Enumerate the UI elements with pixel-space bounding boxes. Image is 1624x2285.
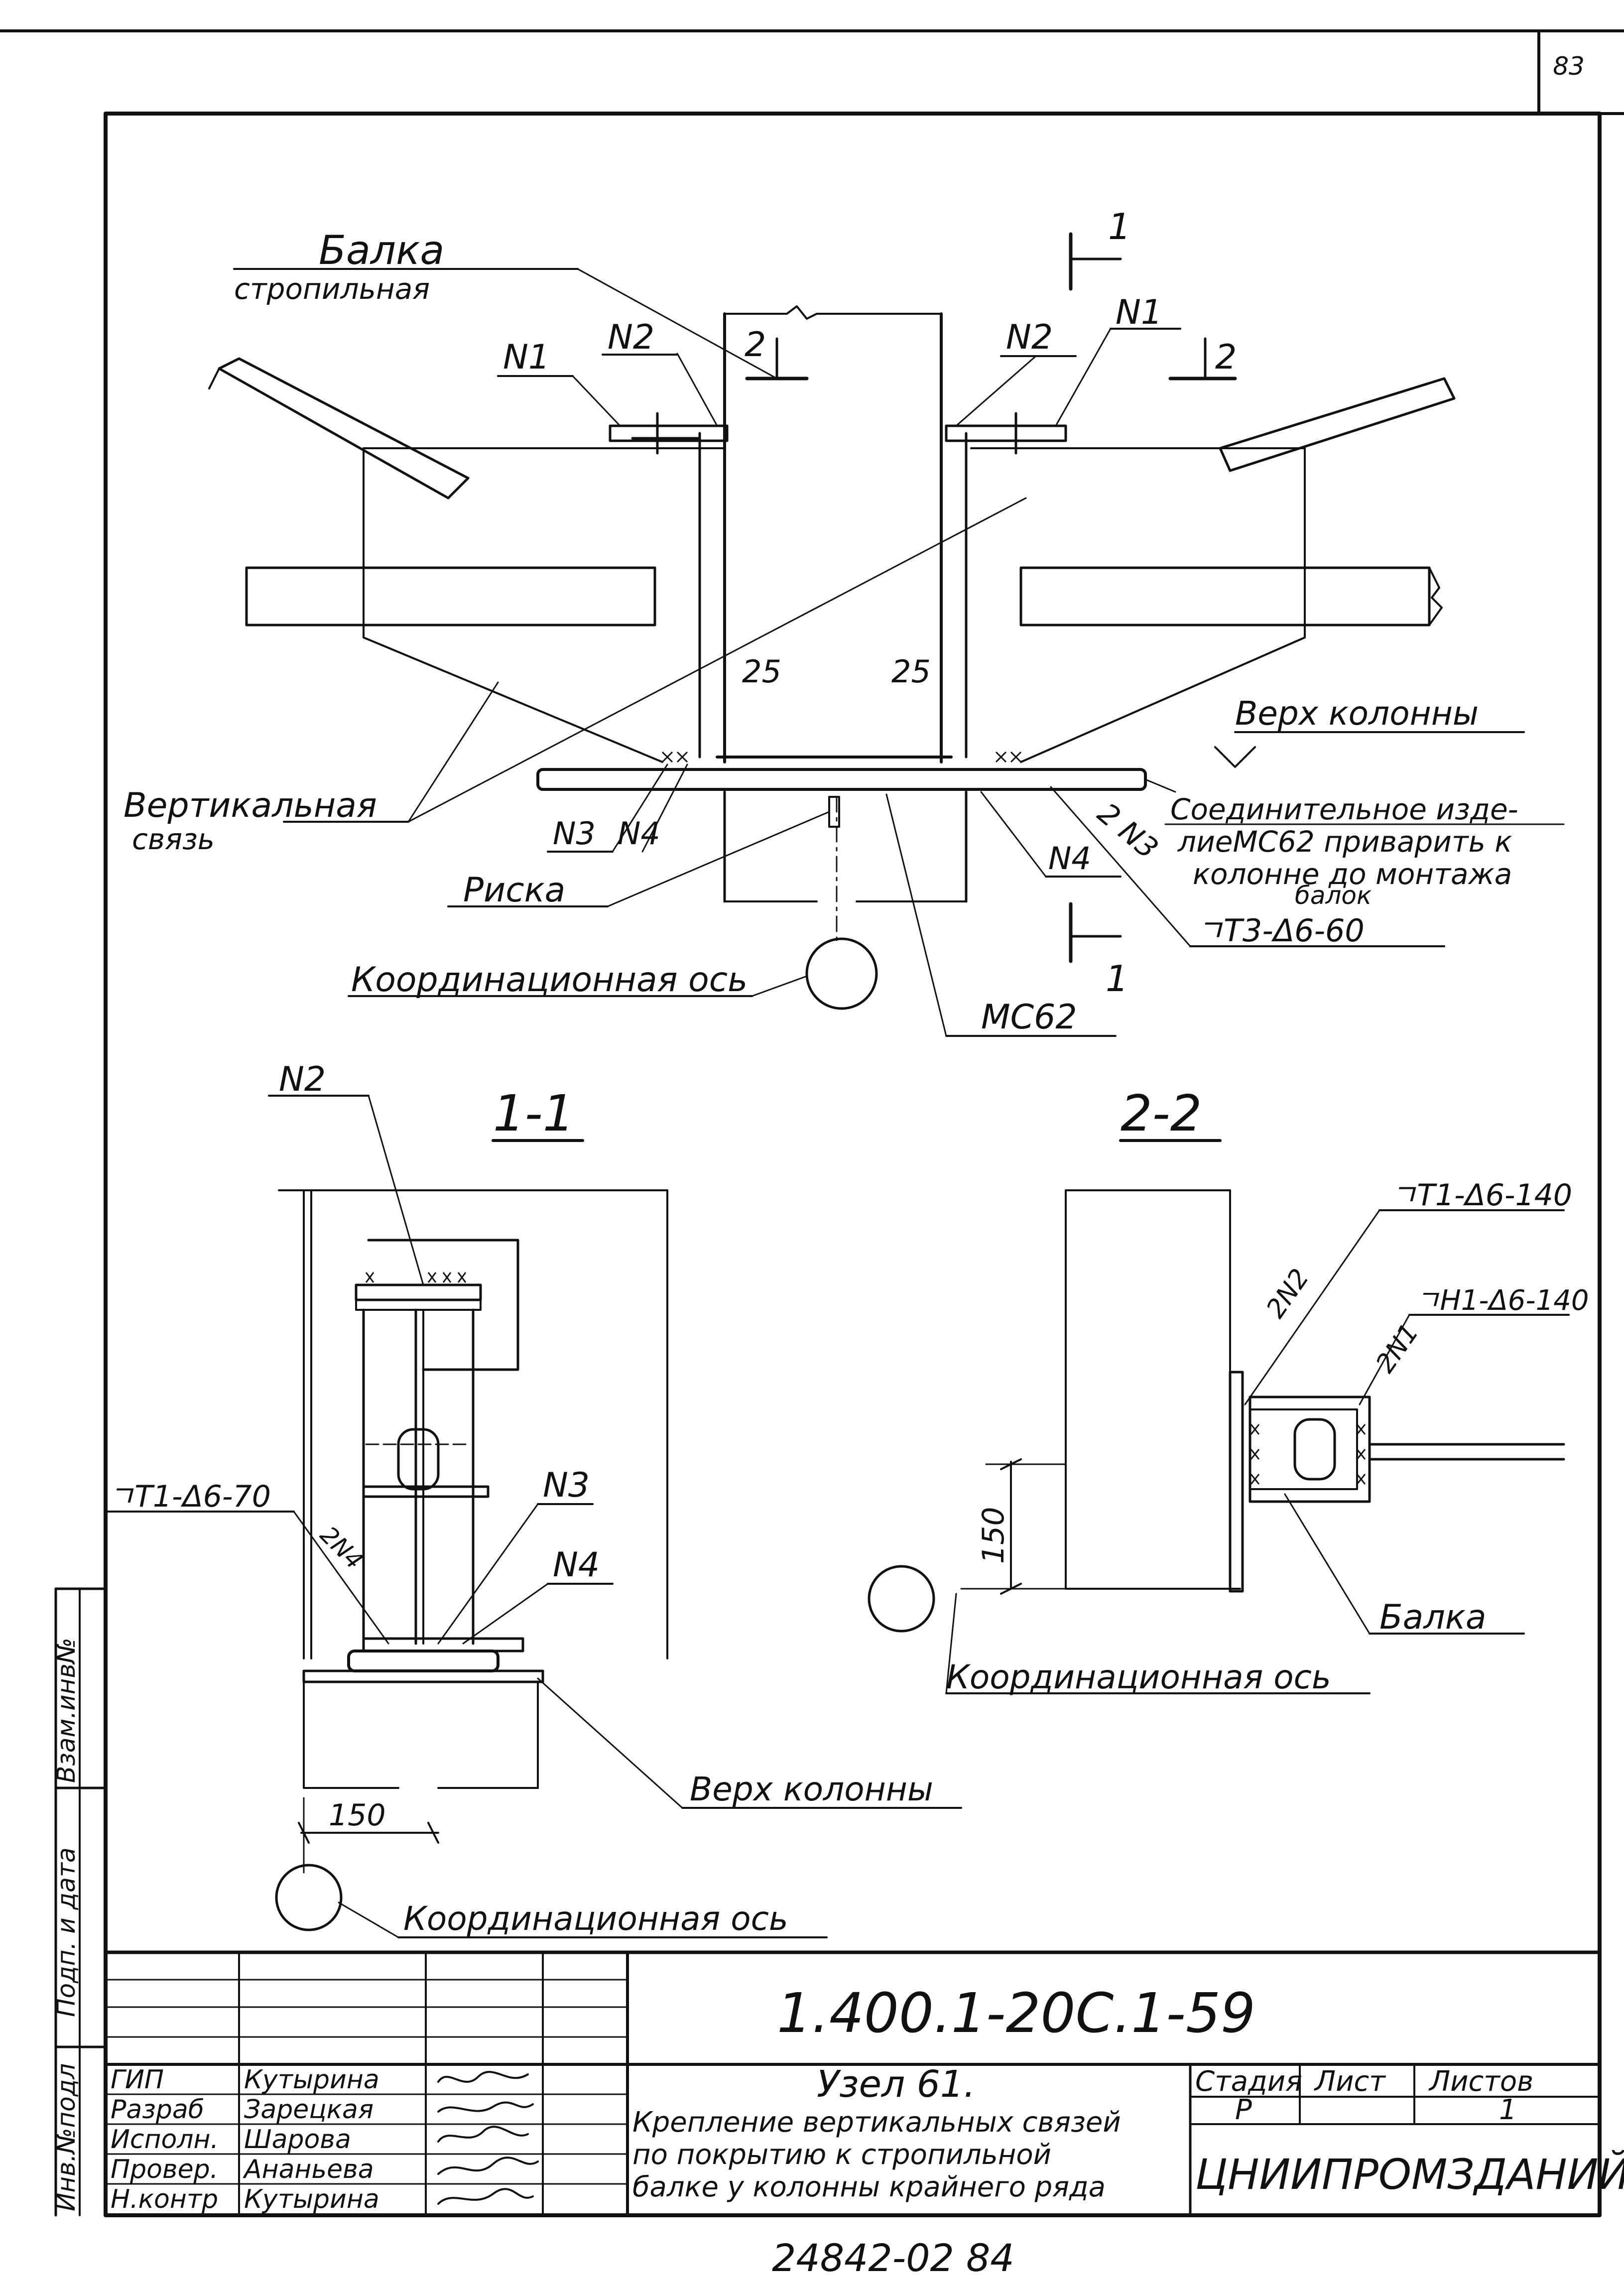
designation: 1.400.1-20С.1-59 xyxy=(777,1981,1255,2045)
description-line-2: по покрытию к стропильной xyxy=(632,2139,1051,2171)
signature-marks xyxy=(437,2071,539,2205)
section-1-1 xyxy=(104,1095,962,1938)
section-2-2-title: 2-2 xyxy=(1121,1084,1202,1142)
cut2-left-label: 2 xyxy=(745,325,766,365)
signer-role-3: Исполн. xyxy=(111,2125,219,2155)
title-block xyxy=(104,1950,1602,2217)
beam-label: Балка xyxy=(319,227,444,273)
n3-label: N3 xyxy=(553,815,596,852)
side-label-inv: Инв.№подл xyxy=(52,2063,81,2211)
beam-label-sub: стропильная xyxy=(234,272,430,306)
section-1-1-n3: N3 xyxy=(543,1466,590,1505)
n2-right-label: N2 xyxy=(1006,318,1053,357)
side-label-sign: Подп. и дата xyxy=(52,1847,81,2017)
stage-header: Стадия xyxy=(1195,2065,1302,2098)
signer-name-4: Ананьева xyxy=(243,2155,374,2184)
description-line-3: балке у колонны крайнего ряда xyxy=(632,2171,1106,2203)
coord-axis-label-main: Координационная ось xyxy=(351,960,748,1000)
vertical-brace-label: Вертикальная xyxy=(124,786,377,825)
cut2-right-label: 2 xyxy=(1215,338,1237,377)
cut1-top-label: 1 xyxy=(1108,206,1131,248)
section-2-2-beam: Балка xyxy=(1379,1598,1487,1637)
dim-25-right: 25 xyxy=(891,653,931,690)
n4-right-label: N4 xyxy=(1048,840,1091,877)
section-1-1-title: 1-1 xyxy=(493,1084,574,1142)
signer-name-5: Кутырина xyxy=(244,2184,379,2214)
connector-line-3: колонне до монтажа xyxy=(1193,857,1512,891)
vertical-brace-label-2: связь xyxy=(132,822,215,856)
signer-role-4: Провер. xyxy=(111,2155,218,2184)
n2-left-label: N2 xyxy=(608,318,654,357)
section-1-1-dim-150: 150 xyxy=(329,1798,386,1833)
side-stamp xyxy=(54,1587,107,2217)
section-2-2-coord-axis: Координационная ось xyxy=(946,1658,1331,1696)
weld-2n3-label: 2 N3 xyxy=(1091,796,1165,866)
sheets-total-value: 1 xyxy=(1499,2094,1517,2126)
dim-25-left: 25 xyxy=(742,653,781,690)
weld-t3-label: ㄱТ3-Δ6-60 xyxy=(1195,912,1365,949)
organization: ЦНИИПРОМЗДАНИЙ xyxy=(1195,2150,1624,2199)
connector-line-1: Соединительное изде- xyxy=(1170,792,1518,826)
sheet-header: Лист xyxy=(1314,2065,1386,2098)
section-2-2-weld-h1: ㄱН1-Δ6-140 xyxy=(1414,1284,1589,1317)
section-2-2-weld-t1: ㄱТ1-Δ6-140 xyxy=(1389,1178,1572,1213)
main-view xyxy=(208,232,1525,1037)
cut1-bottom-label: 1 xyxy=(1106,958,1128,1000)
signer-role-2: Разраб xyxy=(111,2095,204,2125)
signer-name-1: Кутырина xyxy=(244,2065,379,2095)
description-line-1: Крепление вертикальных связей xyxy=(632,2106,1121,2139)
signer-name-3: Шарова xyxy=(244,2125,351,2155)
mc62-label: МС62 xyxy=(981,998,1077,1037)
n1-right-label: N1 xyxy=(1116,293,1162,332)
section-1-1-coord-axis: Координационная ось xyxy=(403,1900,788,1938)
signer-role-1: ГИП xyxy=(111,2065,164,2095)
section-1-1-n2: N2 xyxy=(279,1060,326,1099)
column-top-label: Верх колонны xyxy=(1235,694,1479,733)
sheets-header: Листов xyxy=(1428,2065,1533,2098)
section-1-1-weld-2n4: 2N4 xyxy=(315,1521,369,1575)
side-label-replace: Взам.инв№ xyxy=(52,1638,81,1783)
section-2-2 xyxy=(868,1139,1570,1694)
n4-left-label: N4 xyxy=(618,815,660,852)
section-2-2-dim-150: 150 xyxy=(976,1507,1011,1564)
sheet-frame xyxy=(0,29,1624,2217)
node-title: Узел 61. xyxy=(817,2063,975,2106)
connector-line-2: лиеМС62 приварить к xyxy=(1177,825,1512,859)
n1-left-label: N1 xyxy=(503,338,550,377)
connector-line-4: балок xyxy=(1295,881,1372,910)
stage-value: Р xyxy=(1235,2094,1252,2126)
section-1-1-weld: ㄱТ1-Δ6-70 xyxy=(107,1479,271,1514)
page-number: 83 xyxy=(1553,52,1585,81)
section-1-1-n4: N4 xyxy=(553,1545,600,1585)
section-1-1-column-top: Верх колонны xyxy=(690,1770,933,1808)
bottom-code: 24842-02 84 xyxy=(772,2236,1014,2280)
signer-name-2: Зарецкая xyxy=(244,2095,374,2125)
signer-role-5: Н.контр xyxy=(111,2184,218,2214)
riska-label: Риска xyxy=(463,871,565,910)
